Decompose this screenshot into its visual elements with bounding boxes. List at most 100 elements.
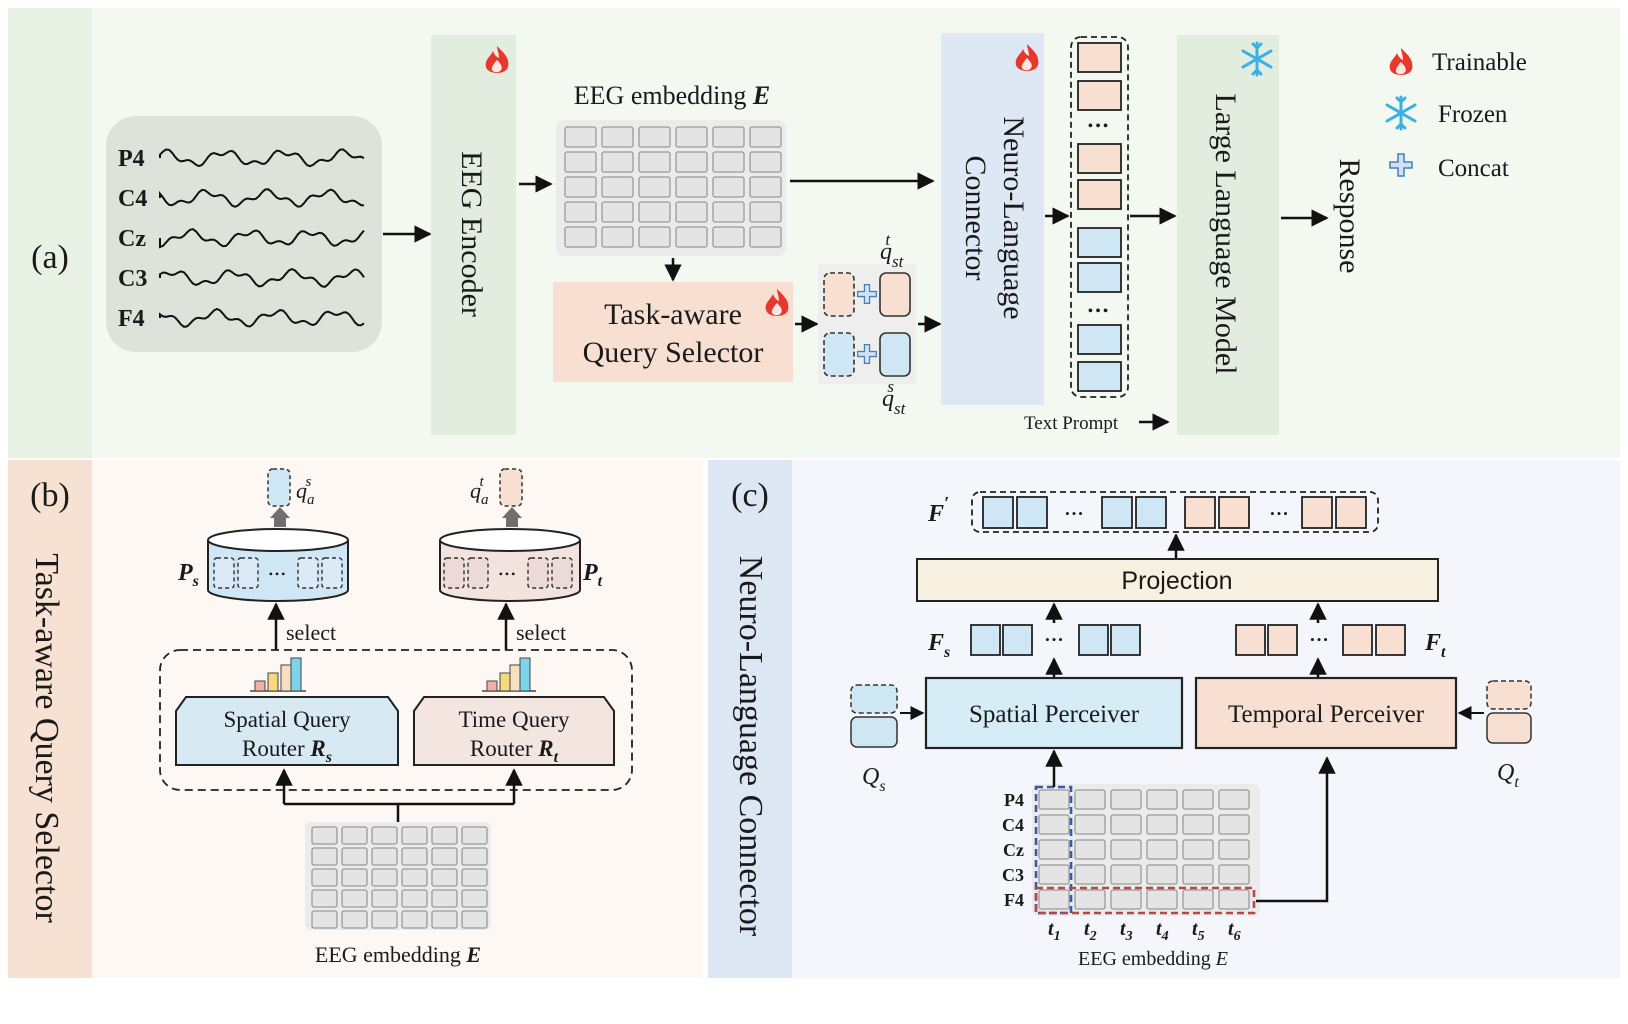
embedding-a-cell xyxy=(601,226,634,248)
token-column xyxy=(1077,42,1122,392)
eeg-token-blue xyxy=(1077,227,1122,258)
eeg-signal-box xyxy=(106,116,382,352)
embedding-c-cell xyxy=(1038,864,1070,885)
channel-label-f4: F4 xyxy=(118,306,145,332)
ft-token xyxy=(1235,624,1266,656)
embedding-b-cell xyxy=(461,910,488,929)
embedding-c-cell xyxy=(1110,839,1142,860)
grid-c-time-3: t3 xyxy=(1120,918,1133,944)
neuro-language-connector-block xyxy=(941,33,1044,405)
ft-token xyxy=(1267,624,1298,656)
eeg-token-blue xyxy=(1077,324,1122,355)
ft-dots: ••• xyxy=(1310,632,1330,647)
qa-s-token xyxy=(267,468,291,507)
panel-b: (b) Task-aware Query Selector qas qat ••… xyxy=(8,460,703,978)
f-prime-token-peach xyxy=(1301,496,1333,529)
embedding-b-cell xyxy=(461,868,488,887)
text-prompt-label: Text Prompt xyxy=(1024,413,1119,434)
f-prime-token-peach xyxy=(1218,496,1250,529)
pool-ellipsis: ••• xyxy=(499,567,518,581)
selector-line-1: Task-aware xyxy=(604,298,742,331)
embedding-a-cell xyxy=(675,151,708,173)
channel-label-cz: Cz xyxy=(118,226,146,252)
embedding-a-cell xyxy=(675,201,708,223)
embedding-b-cell xyxy=(431,826,458,845)
embedding-a-cell xyxy=(601,126,634,148)
embedding-c-cell xyxy=(1218,814,1250,835)
grid-c-time-2: t2 xyxy=(1084,918,1097,944)
embedding-a-cell xyxy=(749,176,782,198)
fs-dots: ••• xyxy=(1045,632,1065,647)
grid-c-time-4: t4 xyxy=(1156,918,1169,944)
time-query-router-block xyxy=(413,696,615,766)
pool-query-token xyxy=(551,557,573,589)
ft-token xyxy=(1342,624,1373,656)
legend-trainable-label: Trainable xyxy=(1432,49,1527,76)
embedding-c-cell xyxy=(1074,814,1106,835)
panel-b-label: (b) xyxy=(30,477,70,514)
temporal-row-highlight xyxy=(1034,886,1256,915)
embedding-a-cell xyxy=(638,226,671,248)
embedding-b-cell xyxy=(341,910,368,929)
eeg-encoder-block xyxy=(431,35,516,435)
router-s-line-1: Spatial Query xyxy=(223,707,351,732)
panel-c-side-title: Neuro-Language Connector xyxy=(732,556,769,937)
token-ellipsis-blue: ••• xyxy=(1088,303,1111,320)
embedding-a-cell xyxy=(675,126,708,148)
embedding-a-cell xyxy=(638,151,671,173)
eeg-waveform-c4 xyxy=(159,188,365,208)
embedding-c-cell xyxy=(1110,814,1142,835)
legend-frozen-label: Frozen xyxy=(1438,101,1508,128)
embedding-a-cell xyxy=(712,126,745,148)
embedding-b-cell xyxy=(401,910,428,929)
pool-query-token xyxy=(297,557,319,589)
select-label-right: select xyxy=(516,620,566,645)
embedding-b-cell xyxy=(371,826,398,845)
eeg-token-peach xyxy=(1077,143,1122,174)
embedding-c-cell xyxy=(1110,864,1142,885)
embedding-c-cell xyxy=(1218,889,1250,910)
spatial-perceiver-block xyxy=(924,676,1184,750)
f-prime-token-peach xyxy=(1335,496,1367,529)
embedding-b-cell xyxy=(431,868,458,887)
temporal-perceiver-label: Temporal Perceiver xyxy=(1228,701,1425,728)
fs-label: Fs xyxy=(927,630,950,661)
eeg-token-peach xyxy=(1077,179,1122,210)
embedding-b-cell xyxy=(401,826,428,845)
qa-t-label: qat xyxy=(470,474,489,508)
qs-label: Qs xyxy=(862,764,886,795)
embedding-a-cell xyxy=(675,226,708,248)
eeg-token-blue xyxy=(1077,262,1122,293)
eeg-embedding-grid xyxy=(564,126,782,248)
qa-s-label: qas xyxy=(296,474,315,508)
embedding-c-cell xyxy=(1074,789,1106,810)
grid-c-channel-f4: F4 xyxy=(1004,890,1024,910)
embedding-b-cell xyxy=(461,847,488,866)
pool-query-token xyxy=(321,557,343,589)
qs-solid-token xyxy=(850,716,898,748)
pool-t-label: Pt xyxy=(582,560,603,590)
embedding-b-cell xyxy=(401,868,428,887)
f-prime-dots-peach: ••• xyxy=(1270,506,1290,521)
pool-s-tokens: ••• xyxy=(213,557,343,589)
connector-line-2: Connector xyxy=(959,156,992,281)
pool-query-token xyxy=(527,557,549,589)
embedding-a-cell xyxy=(564,201,597,223)
channel-label-c3: C3 xyxy=(118,266,147,292)
pool-query-token xyxy=(213,557,235,589)
legend: Trainable Frozen Concat xyxy=(1385,48,1527,182)
embedding-c-cell xyxy=(1038,839,1070,860)
embedding-a-cell xyxy=(564,126,597,148)
embedding-a-cell xyxy=(638,126,671,148)
panel-b-label-strip xyxy=(8,460,92,978)
embedding-b-cell xyxy=(311,826,338,845)
embedding-a-cell xyxy=(638,176,671,198)
embedding-c-cell xyxy=(1146,889,1178,910)
router-t-line-2: Router Rt xyxy=(470,736,559,766)
panel-b-side-title: Task-aware Query Selector xyxy=(28,553,65,923)
embedding-c-cell xyxy=(1074,889,1106,910)
select-label-left: select xyxy=(286,620,336,645)
f-prime-frame xyxy=(971,491,1379,533)
